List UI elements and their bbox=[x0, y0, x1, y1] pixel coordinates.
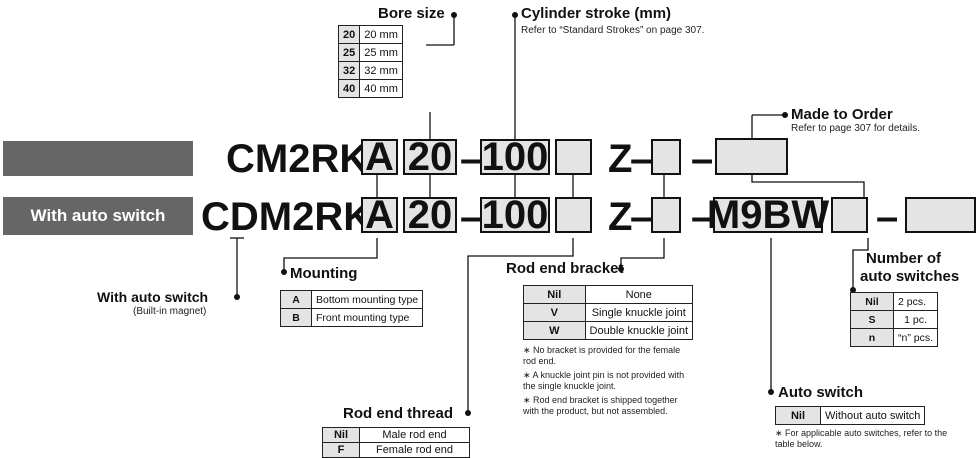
table-cell: Double knuckle joint bbox=[584, 321, 694, 340]
model-prefix: CM2RK bbox=[226, 137, 369, 181]
table-cell: Male rod end bbox=[359, 427, 470, 443]
bore-box: 20 bbox=[403, 193, 457, 237]
rod-end-thread-title: Rod end thread bbox=[343, 405, 454, 422]
table-cell: Female rod end bbox=[359, 442, 470, 458]
table-cell: 25 bbox=[337, 43, 361, 62]
bracket-box bbox=[651, 197, 681, 233]
table-cell: W bbox=[523, 321, 586, 340]
table-cell: Nil bbox=[322, 427, 360, 443]
table-cell: Without auto switch bbox=[819, 406, 926, 425]
table-cell: “n” pcs. bbox=[892, 328, 939, 347]
made-to-order-box bbox=[905, 197, 976, 233]
table-cell: 40 bbox=[337, 79, 361, 98]
connector-lines bbox=[230, 12, 869, 416]
table-cell: A bbox=[280, 290, 312, 309]
stroke-box: 100 bbox=[480, 134, 550, 179]
table-cell: 20 bbox=[337, 25, 361, 44]
dash: – bbox=[876, 195, 899, 239]
dash: – bbox=[630, 195, 653, 239]
dash: – bbox=[630, 137, 653, 181]
dash: – bbox=[691, 195, 714, 239]
table-cell: B bbox=[280, 308, 312, 327]
auto-switch-box: M9BW bbox=[706, 192, 830, 237]
with-auto-switch-title: With auto switch bbox=[97, 289, 209, 305]
z-letter: Z bbox=[608, 195, 633, 239]
auto-switch-note: ∗ For applicable auto switches, refer to… bbox=[775, 428, 948, 449]
dash: – bbox=[691, 137, 714, 181]
mounting-title: Mounting bbox=[290, 265, 358, 282]
number-of-switches-title: Number of bbox=[866, 250, 941, 267]
table-row: n“n” pcs. bbox=[850, 328, 939, 347]
table-cell: 2 pcs. bbox=[892, 292, 939, 311]
table-cell: Bottom mounting type bbox=[310, 290, 424, 309]
blank-badge bbox=[3, 141, 193, 176]
table-cell: Front mounting type bbox=[310, 308, 424, 327]
table-cell: Nil bbox=[775, 406, 821, 425]
made-to-order-title: Made to Order bbox=[791, 106, 893, 123]
switch-count-box bbox=[831, 197, 868, 233]
made-to-order-box bbox=[715, 138, 788, 175]
table-cell: 32 bbox=[337, 61, 361, 80]
table-cell: n bbox=[850, 328, 894, 347]
auto-switch-title: Auto switch bbox=[778, 384, 863, 401]
cylinder-stroke-title: Cylinder stroke (mm) bbox=[521, 5, 672, 22]
table-cell: Single knuckle joint bbox=[584, 303, 694, 322]
table-cell: Nil bbox=[523, 285, 586, 304]
thread-box bbox=[555, 139, 592, 175]
bracket-box bbox=[651, 139, 681, 175]
with-auto-switch-badge: With auto switch bbox=[3, 197, 193, 235]
table-cell: 32 mm bbox=[359, 61, 403, 80]
mounting-box: A bbox=[361, 193, 398, 237]
made-to-order-note: Refer to page 307 for details. bbox=[791, 123, 920, 134]
dash: – bbox=[460, 195, 483, 239]
table-cell: None bbox=[584, 285, 694, 304]
table-cell: S bbox=[850, 310, 894, 329]
number-of-switches-title: auto switches bbox=[860, 268, 960, 285]
bore-size-title: Bore size bbox=[378, 5, 445, 22]
table-cell: Nil bbox=[850, 292, 894, 311]
cylinder-stroke-note: Refer to “Standard Strokes” on page 307. bbox=[521, 25, 705, 36]
model-prefix: CDM2RK bbox=[201, 195, 373, 239]
table-cell: 40 mm bbox=[359, 79, 403, 98]
table-cell: 20 mm bbox=[359, 25, 403, 44]
thread-box bbox=[555, 197, 592, 233]
bore-box: 20 bbox=[403, 135, 457, 179]
z-letter: Z bbox=[608, 137, 633, 181]
mounting-box: A bbox=[361, 135, 398, 179]
table-cell: 25 mm bbox=[359, 43, 403, 62]
table-cell: 1 pc. bbox=[892, 310, 939, 329]
rod-end-bracket-note: ∗ No bracket is provided for the female … bbox=[523, 345, 681, 366]
table-cell: F bbox=[322, 442, 360, 458]
with-auto-switch-note: (Built-in magnet) bbox=[133, 306, 207, 317]
dash: – bbox=[460, 137, 483, 181]
table-cell: V bbox=[523, 303, 586, 322]
stroke-box: 100 bbox=[480, 192, 550, 237]
rod-end-bracket-note: ∗ Rod end bracket is shipped together wi… bbox=[523, 395, 678, 416]
rod-end-bracket-title: Rod end bracket bbox=[506, 260, 624, 277]
rod-end-bracket-note: ∗ A knuckle joint pin is not provided wi… bbox=[523, 370, 685, 391]
